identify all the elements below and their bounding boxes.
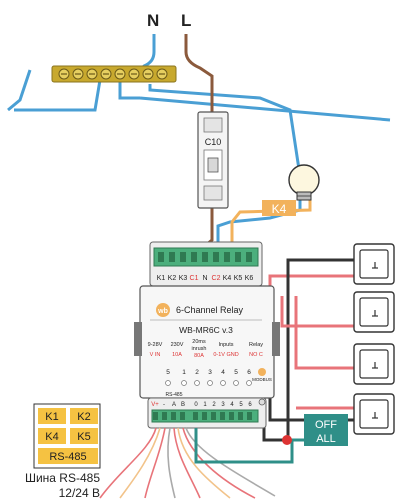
svg-text:wb: wb [157, 308, 168, 315]
modbus-star-icon [258, 368, 266, 376]
screw-icon [258, 398, 266, 406]
spec-inrush-bottom: 80A [194, 353, 204, 359]
terminal-c2: C2 [212, 275, 221, 282]
junction-dot [282, 435, 292, 445]
led-number-2: 2 [195, 369, 199, 376]
terminal-0: 0 [194, 402, 198, 408]
spec-ac-bottom: 10A [172, 352, 182, 358]
led-number-5a: 5 [166, 369, 170, 376]
spec-vin-top: 9-28V [148, 342, 163, 348]
legend-k5: K5 [77, 431, 90, 443]
wb-logo-icon: wb [156, 303, 170, 317]
spec-inrush-top: 20ms [192, 339, 206, 345]
relay-sub: NO C [249, 352, 263, 358]
off-all-block [304, 414, 348, 446]
terminal-vplus: V+ [151, 402, 159, 408]
relay-model: WB-MR6C v.3 [179, 325, 233, 335]
bottom-terminal-labels: V+ - A B 0 1 2 3 4 5 6 [151, 402, 252, 408]
spec-inrush-mid: inrush [192, 346, 207, 352]
legend-k4: K4 [45, 431, 58, 443]
terminal-k1: K1 [157, 275, 166, 282]
inputs-label: Inputs [219, 342, 234, 348]
terminal-5: 5 [239, 402, 243, 408]
circuit-breaker: C10 [197, 111, 229, 209]
rs485-small-label: RS-485 [166, 392, 183, 398]
neutral-bus-bar [51, 65, 177, 83]
relay-title: 6-Channel Relay [176, 305, 244, 315]
off-all-line2: ALL [316, 433, 336, 445]
lamp-wire-label: K4 [272, 202, 287, 216]
lamp-icon [288, 164, 320, 201]
wallswitch-icon [353, 243, 395, 285]
terminal-2: 2 [212, 402, 216, 408]
legend-k2: K2 [77, 411, 90, 423]
bus-label-line2: 12/24 В [59, 486, 100, 500]
terminal-1: 1 [203, 402, 207, 408]
legend: K1 K2 K4 K5 RS-485 [33, 403, 101, 469]
off-all-wire [194, 428, 304, 464]
wallswitch-icon [353, 343, 395, 385]
terminal-k4: K4 [223, 275, 232, 282]
terminal-minus: - [163, 402, 165, 408]
terminal-k6: K6 [245, 275, 254, 282]
terminal-b: B [181, 402, 185, 408]
bus-wires [99, 427, 276, 499]
spec-vin-bottom: V IN [150, 352, 161, 358]
lamp-wire-label-bg [262, 200, 296, 216]
wallswitch-icon [353, 291, 395, 333]
terminal-4: 4 [230, 402, 234, 408]
neutral-wires [7, 34, 391, 250]
relay-module: K1 K2 K3 C1 N C2 K4 K5 K6 wb 6-Channel R… [134, 241, 280, 429]
led-number-5: 5 [234, 369, 238, 376]
modbus-label: MODBUS [252, 377, 272, 382]
led-number-4: 4 [221, 369, 225, 376]
led-number-3: 3 [208, 369, 212, 376]
inputs-sub: 0-1V GND [213, 352, 238, 358]
relay-label: Relay [249, 342, 263, 348]
bus-label-line1: Шина RS-485 [25, 471, 100, 485]
terminal-3: 3 [221, 402, 225, 408]
led-number-1: 1 [182, 369, 186, 376]
wallswitch-icon [353, 393, 395, 435]
terminal-c1: C1 [190, 275, 199, 282]
terminal-n: N [202, 275, 207, 282]
spec-ac-top: 230V [171, 342, 184, 348]
terminal-k2: K2 [168, 275, 177, 282]
lamp-wire [230, 198, 312, 250]
led-number-6: 6 [247, 369, 251, 376]
terminal-k3: K3 [179, 275, 188, 282]
legend-k1: K1 [45, 411, 58, 423]
terminal-6: 6 [248, 402, 252, 408]
breaker-label: C10 [205, 137, 222, 147]
top-terminal-labels: K1 K2 K3 C1 N C2 K4 K5 K6 [157, 275, 254, 282]
terminal-k5: K5 [234, 275, 243, 282]
phase-label: L [181, 11, 191, 30]
off-all-line1: OFF [315, 419, 337, 431]
neutral-label: N [147, 11, 159, 30]
legend-rs485: RS-485 [49, 451, 86, 463]
terminal-a: A [172, 402, 176, 408]
